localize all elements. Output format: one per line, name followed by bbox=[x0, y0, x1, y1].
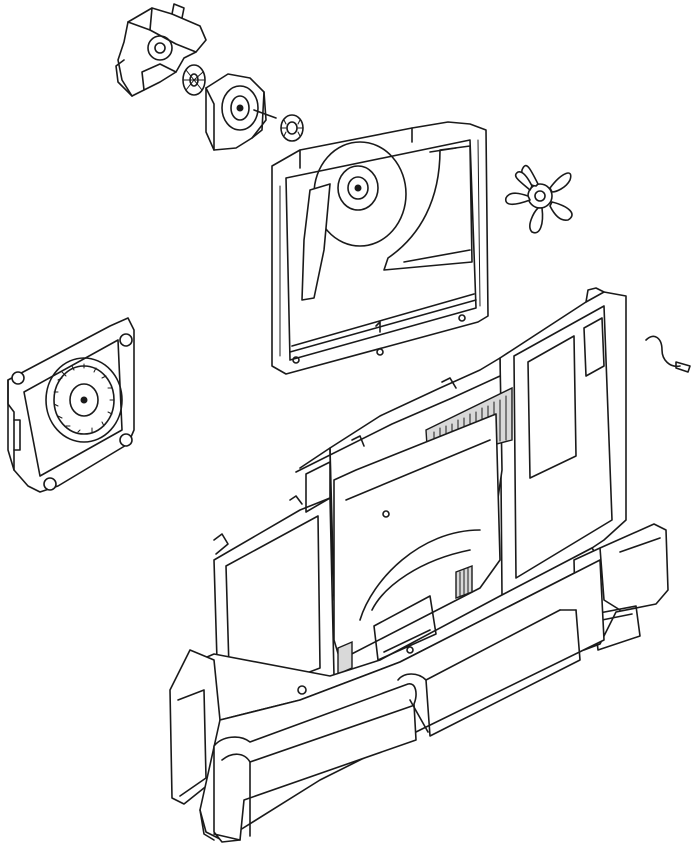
motor-bracket bbox=[115, 3, 207, 97]
lower-grille-cover bbox=[169, 559, 605, 843]
fan-blade-small bbox=[182, 64, 206, 96]
fan-shroud-panel bbox=[271, 121, 489, 375]
wire-harness bbox=[645, 335, 691, 373]
fan-motor bbox=[205, 73, 277, 151]
evaporator-fan-blade bbox=[505, 164, 573, 234]
blower-fan-assembly bbox=[7, 317, 135, 493]
motor-grommet bbox=[280, 114, 304, 142]
